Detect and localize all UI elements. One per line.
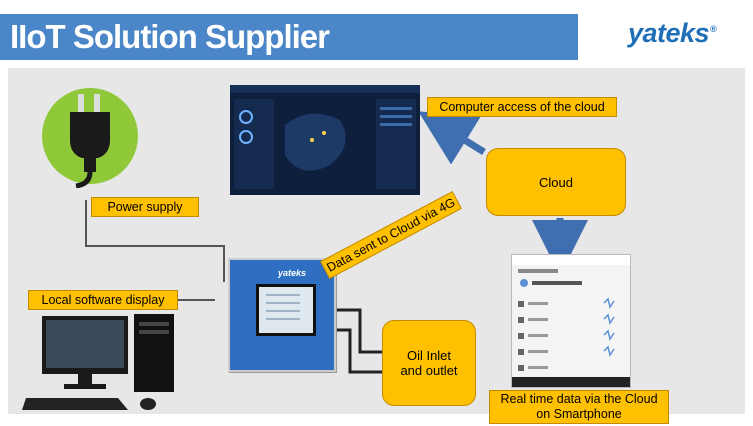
- device-screen-lines: [266, 294, 300, 296]
- page-title: IIoT Solution Supplier: [10, 18, 330, 55]
- oil-inlet-box: Oil Inlet and outlet: [382, 320, 476, 406]
- brand-logo: yateks®: [628, 18, 717, 49]
- smartphone-icon: [512, 255, 630, 387]
- monitor-device: yateks: [228, 258, 336, 372]
- plug-icon: [42, 88, 138, 189]
- power-cable: [85, 200, 225, 282]
- dashboard-screen-icon: [230, 85, 420, 189]
- oil-pipe-2: [330, 328, 385, 374]
- local-display-label: Local software display: [28, 290, 178, 310]
- oil-pipe-1: [330, 308, 385, 354]
- title-bar: [0, 14, 578, 60]
- arrow-cloud-to-computer: [418, 111, 486, 165]
- logo-text: yateks: [628, 18, 710, 48]
- smartphone: [511, 254, 631, 388]
- registered-mark: ®: [710, 24, 717, 34]
- desktop-computer-icon: [22, 314, 174, 410]
- desktop-computer-area: [22, 314, 182, 414]
- dashboard-screen: [230, 85, 420, 195]
- power-supply-label: Power supply: [91, 197, 199, 217]
- power-plug-area: [36, 88, 144, 189]
- cloud-box: Cloud: [486, 148, 626, 216]
- computer-access-label: Computer access of the cloud: [427, 97, 617, 117]
- device-brand: yateks: [278, 268, 307, 278]
- device-screen: [256, 284, 316, 336]
- realtime-data-label: Real time data via the Cloud on Smartpho…: [489, 390, 669, 424]
